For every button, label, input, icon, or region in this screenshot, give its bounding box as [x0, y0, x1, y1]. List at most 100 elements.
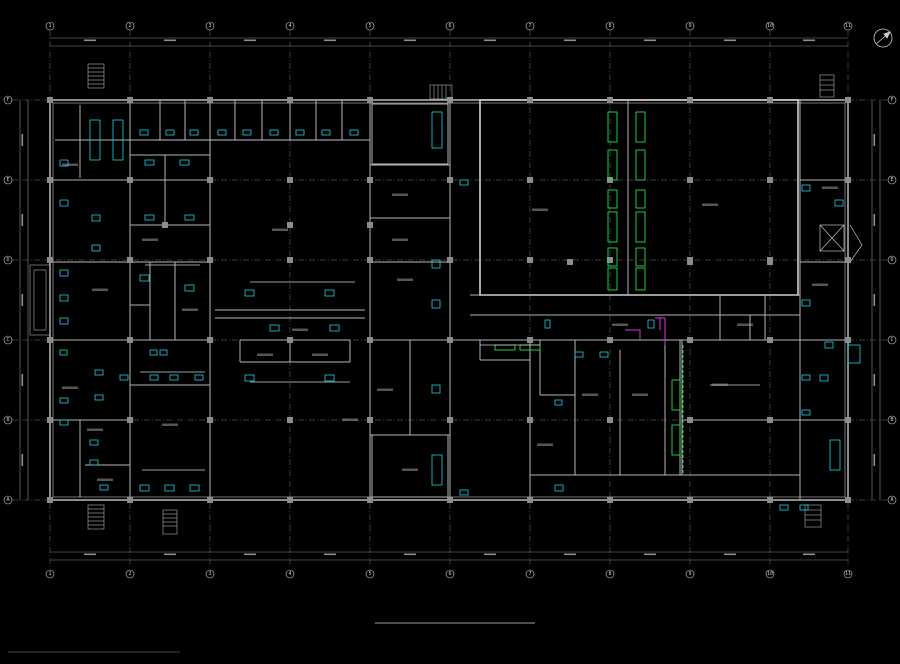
structural-column — [47, 417, 53, 423]
dimension-mark — [404, 553, 416, 556]
structural-column — [527, 97, 533, 103]
structural-column — [687, 259, 693, 265]
hvac-unit-cyan — [184, 284, 195, 292]
dimension-mark — [21, 294, 24, 306]
structural-column — [447, 97, 453, 103]
equipment-unit-green — [635, 267, 646, 291]
grid-bubble-row — [887, 95, 897, 105]
structural-column — [527, 497, 533, 503]
dimension-mark — [873, 294, 876, 306]
structural-column — [447, 497, 453, 503]
room-annotation-mark — [537, 443, 553, 446]
grid-bubble-col-label: 9 — [688, 571, 691, 577]
structural-column — [447, 257, 453, 263]
hvac-unit-cyan — [139, 274, 150, 282]
grid-bubble-col — [525, 569, 535, 579]
hvac-unit-cyan — [112, 119, 124, 161]
hvac-unit-cyan — [647, 319, 655, 329]
structural-column — [127, 97, 133, 103]
hvac-unit-cyan — [431, 111, 443, 149]
hvac-unit-cyan — [554, 484, 564, 492]
equipment-unit-green — [607, 211, 618, 243]
grid-bubble-col-label: 4 — [288, 23, 291, 29]
structural-column — [607, 257, 613, 263]
equipment-unit-green — [635, 211, 646, 243]
hvac-unit-cyan — [321, 129, 331, 136]
hvac-unit-cyan — [189, 484, 200, 492]
dimension-mark — [803, 39, 815, 42]
structural-column — [127, 337, 133, 343]
hvac-unit-cyan — [194, 374, 204, 381]
equipment-unit-green — [607, 111, 618, 143]
grid-bubble-col — [45, 21, 55, 31]
structural-column — [287, 257, 293, 263]
hvac-unit-cyan — [119, 374, 129, 381]
structural-column — [287, 177, 293, 183]
grid-bubble-row-label: C — [890, 337, 893, 343]
interior-walls-right — [450, 99, 848, 500]
hvac-unit-cyan — [819, 374, 829, 382]
grid-bubble-col-label: 4 — [288, 571, 291, 577]
structural-column — [845, 257, 851, 263]
hvac-unit-cyan — [165, 129, 175, 136]
dimension-mark — [324, 39, 336, 42]
dimension-mark — [644, 553, 656, 556]
grid-bubble-row — [887, 255, 897, 265]
grid-bubble-col-label: 11 — [845, 571, 851, 577]
grid-bubble-col — [445, 569, 455, 579]
grid-bubble-row — [887, 175, 897, 185]
room-annotation-mark — [812, 283, 828, 286]
grid-bubble-col — [205, 21, 215, 31]
hvac-unit-cyan — [431, 454, 443, 486]
room-annotation-mark — [377, 388, 393, 391]
structural-column — [567, 259, 573, 265]
structural-column — [287, 497, 293, 503]
structural-column — [527, 337, 533, 343]
hvac-unit-cyan — [89, 119, 101, 161]
structural-column — [767, 417, 773, 423]
hvac-unit-cyan — [801, 374, 811, 381]
dimension-mark — [484, 553, 496, 556]
hvac-unit-cyan — [139, 484, 150, 492]
hvac-unit-cyan — [94, 369, 104, 376]
grid-bubble-col-label: 6 — [448, 23, 451, 29]
grid-bubble-col-label: 8 — [608, 23, 611, 29]
hvac-unit-cyan — [459, 179, 469, 186]
equipment-unit-green — [607, 247, 618, 267]
hvac-unit-cyan — [244, 289, 255, 297]
structural-column — [367, 177, 373, 183]
room-annotation-mark — [582, 393, 598, 396]
structural-column — [127, 417, 133, 423]
hvac-unit-cyan — [544, 319, 551, 329]
hvac-unit-cyan — [801, 409, 811, 416]
hvac-unit-cyan — [799, 504, 809, 511]
hvac-unit-cyan — [59, 349, 68, 356]
room-annotation-mark — [702, 203, 718, 206]
structural-column — [207, 337, 213, 343]
structural-column — [687, 417, 693, 423]
hvac-unit-cyan — [179, 159, 190, 166]
room-annotation-mark — [312, 353, 328, 356]
grid-bubble-row — [3, 335, 13, 345]
grid-bubble-col-label: 11 — [845, 23, 851, 29]
structural-column — [767, 177, 773, 183]
room-annotation-mark — [612, 323, 628, 326]
structural-column — [367, 222, 373, 228]
elevator-icon — [819, 224, 863, 263]
structural-column — [207, 257, 213, 263]
dimension-mark — [873, 214, 876, 226]
grid-bubble-col — [285, 21, 295, 31]
structural-column — [287, 97, 293, 103]
grid-bubble-col — [843, 21, 853, 31]
dimension-mark — [564, 553, 576, 556]
grid-bubble-row — [3, 255, 13, 265]
structural-column — [845, 337, 851, 343]
dimension-mark — [404, 39, 416, 42]
grid-bubble-row-label: F — [890, 97, 893, 103]
room-annotation-mark — [737, 323, 753, 326]
grid-bubble-col-label: 7 — [528, 571, 531, 577]
hvac-unit-cyan — [834, 199, 844, 207]
structural-column — [287, 417, 293, 423]
hvac-unit-cyan — [91, 214, 101, 222]
